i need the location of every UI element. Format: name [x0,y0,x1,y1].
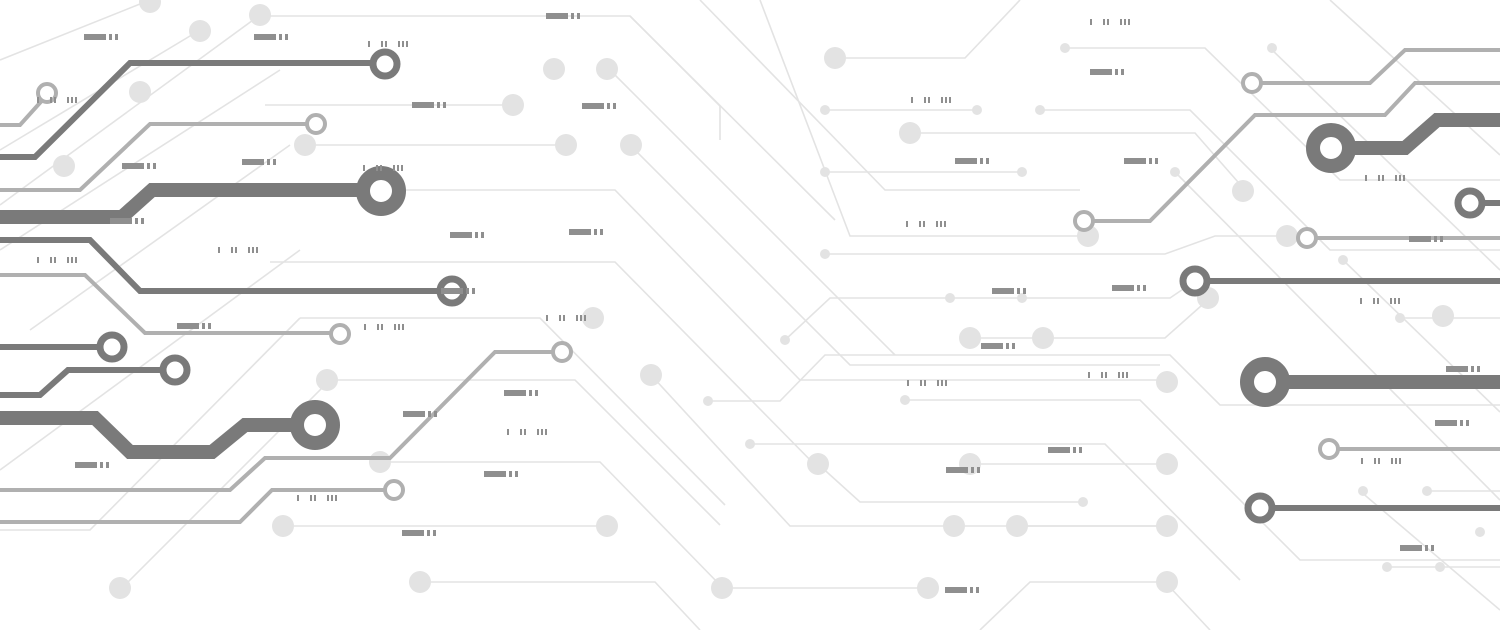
component-block-mark [569,229,603,235]
component-block-mark [1435,420,1469,426]
mid-rings [36,72,1340,501]
component-block-mark [110,218,144,224]
component-tick-mark [218,247,258,253]
component-block-mark [412,102,446,108]
component-tick-mark [297,495,337,501]
component-block-mark [546,13,580,19]
component-block-mark [177,323,211,329]
light-pads [53,0,1485,599]
component-tick-mark [507,429,547,435]
component-block-mark [403,411,437,417]
component-block-mark [1446,366,1480,372]
component-block-mark [1048,447,1082,453]
component-tick-mark [1088,372,1128,378]
component-tick-mark [906,221,946,227]
component-block-mark [955,158,989,164]
component-block-mark [122,163,156,169]
component-block-mark [450,232,484,238]
component-block-mark [945,587,979,593]
component-block-mark [441,288,475,294]
component-block-mark [484,471,518,477]
component-tick-mark [1090,19,1130,25]
component-block-mark [1090,69,1124,75]
component-block-mark [1409,236,1443,242]
component-tick-mark [1365,175,1405,181]
component-tick-mark [546,315,586,321]
component-block-mark [992,288,1026,294]
component-block-mark [254,34,288,40]
component-tick-mark [368,41,408,47]
component-block-mark [946,467,980,473]
component-block-mark [1400,545,1434,551]
component-block-mark [1124,158,1158,164]
mid-traces [0,48,1500,524]
component-tick-mark [907,380,947,386]
component-block-mark [1112,285,1146,291]
component-tick-mark [911,97,951,103]
component-tick-mark [37,257,77,263]
component-block-mark [84,34,118,40]
heavy-rings [290,123,1356,450]
component-block-mark [402,530,436,536]
component-tick-mark [363,165,403,171]
heavy-traces [0,113,1500,459]
component-block-mark [504,390,538,396]
component-block-mark [582,103,616,109]
component-tick-mark [364,324,404,330]
component-marks [37,13,1480,593]
component-block-mark [75,462,109,468]
component-tick-mark [1361,458,1401,464]
component-block-mark [242,159,276,165]
dark-rings [96,48,1486,524]
dark-traces [0,60,1500,511]
component-block-mark [981,343,1015,349]
component-tick-mark [1360,298,1400,304]
component-tick-mark [37,97,77,103]
